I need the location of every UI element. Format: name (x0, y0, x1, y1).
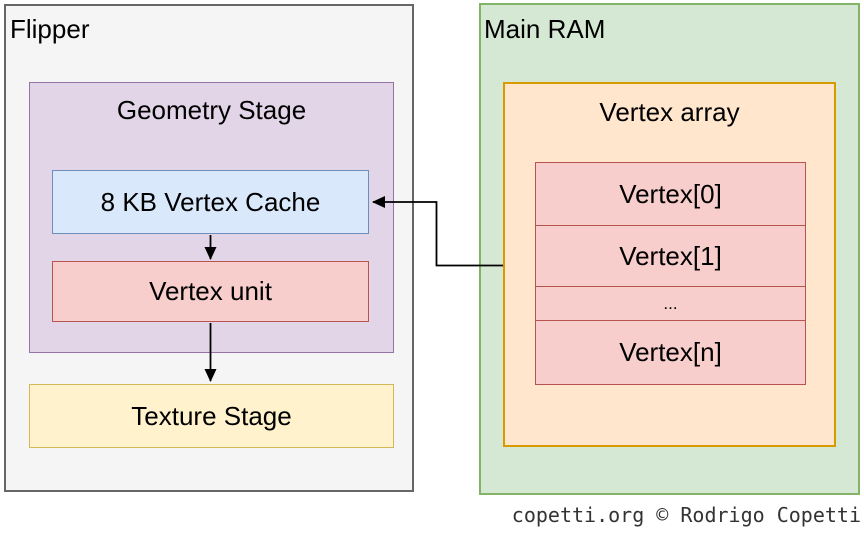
main-ram-title: Main RAM (484, 14, 606, 44)
texture-stage-label: Texture Stage (131, 400, 292, 431)
vertex-unit-box: Vertex unit (52, 261, 369, 322)
vertex-row-n: Vertex[n] (535, 319, 806, 385)
vertex-row-1: Vertex[1] (535, 224, 806, 288)
vertex-array-rows: Vertex[0] Vertex[1] ... Vertex[n] (535, 162, 806, 385)
flipper-title: Flipper (10, 14, 90, 44)
texture-stage-box: Texture Stage (29, 384, 394, 448)
vertex-cache-label: 8 KB Vertex Cache (100, 186, 321, 217)
vertex-row-ellipsis: ... (535, 286, 806, 321)
footer-credit: copetti.org © Rodrigo Copetti (511, 503, 861, 527)
vertex-row-0: Vertex[0] (535, 162, 806, 226)
vertex-unit-label: Vertex unit (149, 276, 272, 306)
vertex-array-title: Vertex array (599, 97, 740, 127)
geometry-stage-title: Geometry Stage (116, 95, 307, 125)
vertex-cache-box: 8 KB Vertex Cache (52, 170, 369, 234)
